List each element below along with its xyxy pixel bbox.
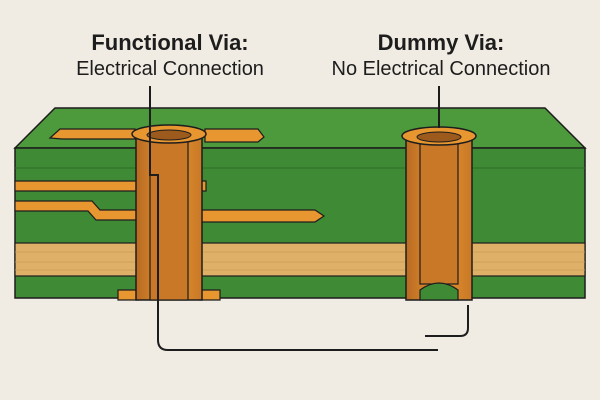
bottom-pad-right [199,289,221,301]
inner-trace-3 [199,209,326,223]
dummy-via-label: Dummy Via: No Electrical Connection [310,30,572,82]
board-top-surface [13,107,587,149]
bottom-pad-left [117,289,139,301]
functional-via-title: Functional Via: [91,30,249,55]
dummy-leader-line [425,86,469,337]
dummy-via-title: Dummy Via: [377,30,505,55]
top-trace [48,128,265,143]
functional-via-label: Functional Via: Electrical Connection [55,30,285,82]
dummy-via-subtitle: No Electrical Connection [331,58,551,80]
functional-via-subtitle: Electrical Connection [76,58,264,80]
functional-leader-line [149,86,438,351]
dummy-via [401,126,477,301]
core-layer [14,242,586,277]
functional-via [131,124,207,301]
inner-trace-1 [14,180,139,192]
